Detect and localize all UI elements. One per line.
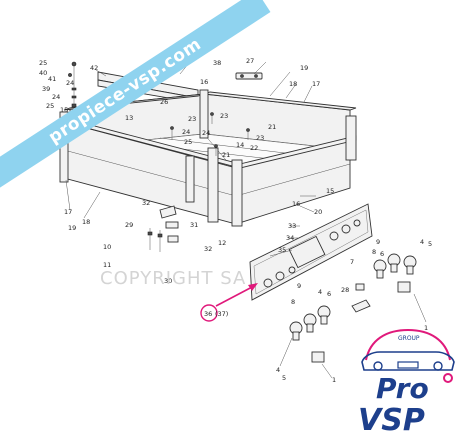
label-38: 38	[213, 59, 221, 67]
label-8a: 8	[372, 248, 376, 256]
label-21b: 21	[222, 151, 230, 159]
label-1b: 1	[332, 376, 336, 384]
label-25c: 25	[184, 138, 192, 146]
label-21a: 21	[268, 123, 276, 131]
label-24a: 24	[66, 79, 74, 87]
logo-group-text: GROUP	[398, 335, 420, 342]
label-16a: 16	[200, 78, 208, 86]
logo-dot-icon	[443, 373, 453, 383]
label-15a: 15	[60, 106, 68, 114]
label-40: 40	[39, 69, 47, 77]
label-14: 14	[236, 141, 244, 149]
label-24c: 24	[182, 128, 190, 136]
label-32a: 32	[142, 199, 150, 207]
logo-word-pro: Pro	[376, 372, 429, 405]
label-25a: 25	[39, 59, 47, 67]
label-18b: 18	[82, 218, 90, 226]
logo-word-vsp: VSP	[358, 403, 425, 436]
label-23b: 23	[220, 112, 228, 120]
inner-screws	[170, 112, 250, 156]
label-30: 30	[164, 277, 172, 285]
label-9a: 9	[376, 238, 380, 246]
copyright-watermark: COPYRIGHT SA	[100, 268, 247, 289]
left-hardware-group	[147, 205, 179, 252]
label-17b: 17	[64, 208, 72, 216]
label-8b: 8	[291, 298, 295, 306]
label-33: 33	[288, 222, 296, 230]
hinge-part	[235, 72, 263, 80]
label-5b: 5	[282, 374, 286, 382]
label-34: 34	[286, 234, 294, 242]
label-10: 10	[103, 243, 111, 251]
label-6a: 6	[380, 250, 384, 258]
label-11: 11	[103, 261, 111, 269]
label-19a: 19	[300, 64, 308, 72]
label-25b: 25	[46, 102, 54, 110]
label-37: (37)	[215, 310, 228, 318]
label-9b: 9	[297, 282, 301, 290]
label-23c: 23	[256, 134, 264, 142]
label-20: 20	[314, 208, 322, 216]
label-28: 28	[341, 286, 349, 294]
part-labels: 25 40 41 39 24 24 25 15 42 38 27 16 19 1…	[39, 57, 432, 384]
label-35: 35	[278, 246, 286, 254]
label-22: 22	[250, 144, 258, 152]
label-4a: 4	[420, 238, 424, 246]
rear-light-panel	[249, 203, 373, 301]
label-26: 26	[160, 98, 168, 106]
label-15b: 15	[326, 187, 334, 195]
label-31: 31	[190, 221, 198, 229]
label-27: 27	[246, 57, 254, 65]
highlight-pointer	[200, 283, 258, 322]
label-1a: 1	[424, 324, 428, 332]
label-4b: 4	[318, 288, 322, 296]
lamp-sockets-lower	[289, 283, 371, 363]
label-41: 41	[48, 75, 56, 83]
label-6b: 6	[327, 290, 331, 298]
left-fastener-stack	[68, 61, 77, 108]
label-36: 36	[204, 310, 212, 318]
label-19b: 19	[68, 224, 76, 232]
car-outline-icon	[361, 328, 455, 371]
label-24b: 24	[52, 93, 60, 101]
label-32b: 32	[204, 245, 212, 253]
label-13: 13	[125, 114, 133, 122]
label-5a: 5	[428, 240, 432, 248]
label-24d: 24	[202, 129, 210, 137]
label-17a: 17	[312, 80, 320, 88]
lamp-sockets-right	[373, 253, 417, 293]
label-7: 7	[350, 258, 354, 266]
label-42: 42	[90, 64, 98, 72]
label-18a: 18	[289, 80, 297, 88]
provsp-logo: GROUP Pro VSP	[358, 328, 455, 436]
label-4c: 4	[276, 366, 280, 374]
cargo-bed-box	[59, 89, 357, 227]
label-29: 29	[125, 221, 133, 229]
label-23a: 23	[188, 115, 196, 123]
label-12: 12	[218, 239, 226, 247]
label-39: 39	[42, 85, 50, 93]
label-16b: 16	[292, 200, 300, 208]
